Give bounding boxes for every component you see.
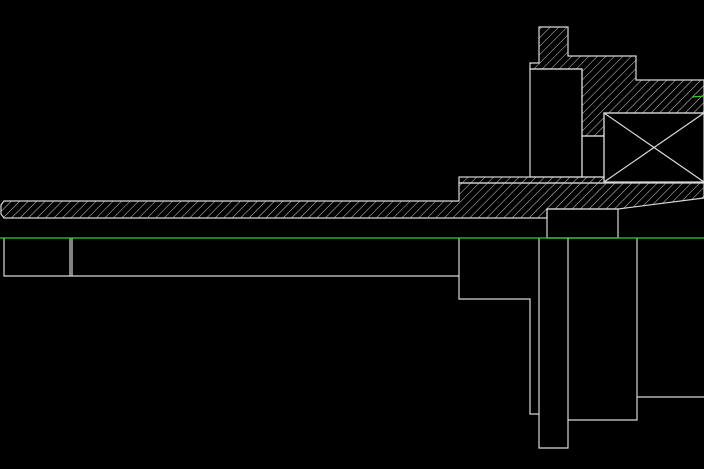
shaft-section (0, 182, 704, 219)
lower-outline (3, 238, 704, 449)
bearing-symbol (603, 112, 704, 183)
spacer-sleeve (529, 68, 583, 178)
centerline-mark (691, 95, 704, 98)
bore-insert (546, 208, 619, 239)
spacer-ring (581, 135, 605, 178)
housing-section (529, 26, 704, 137)
thin-sleeve-section (458, 176, 605, 184)
